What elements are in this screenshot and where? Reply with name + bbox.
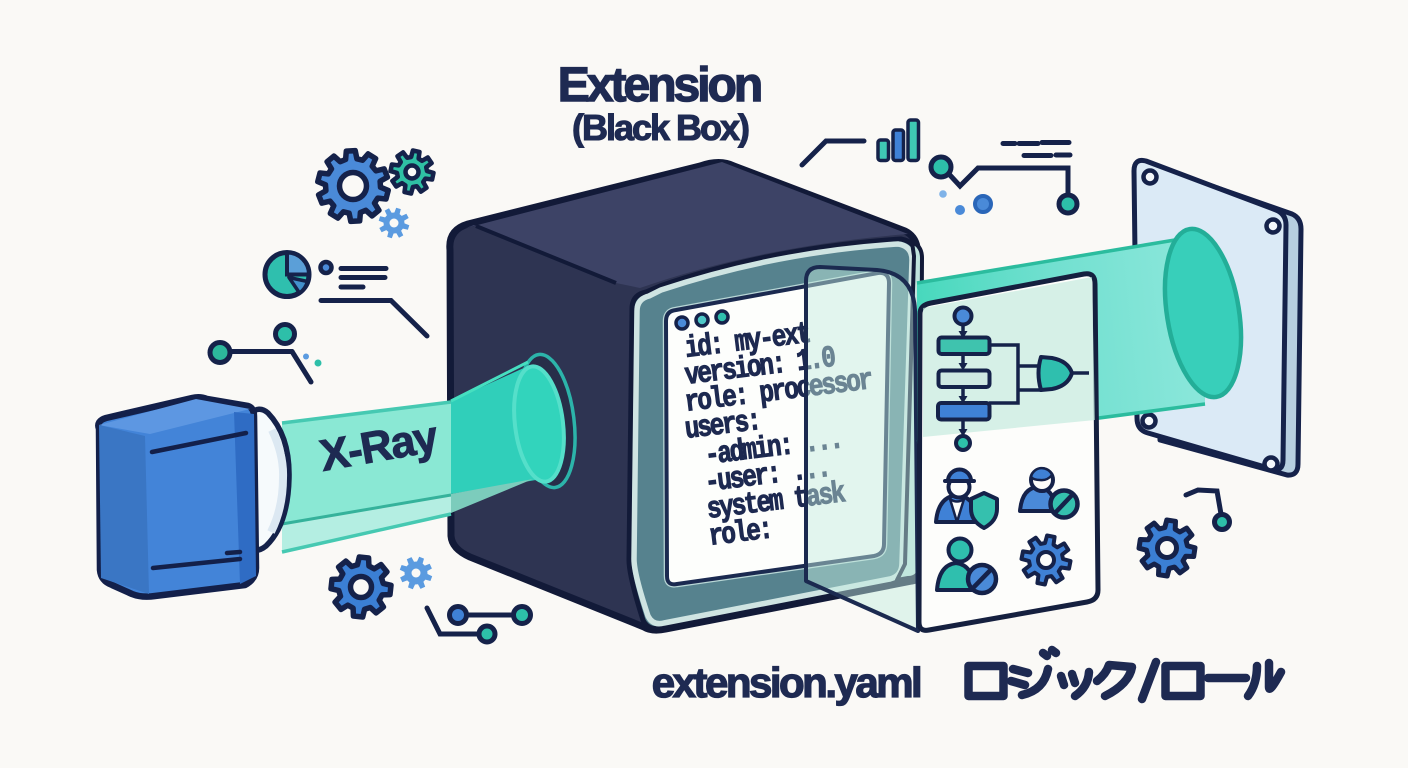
svg-text:extension.yaml: extension.yaml [652,659,920,706]
svg-text:role:: role: [707,513,773,554]
svg-text:(Black Box): (Black Box) [572,107,749,148]
svg-text:Extension: Extension [558,59,761,112]
